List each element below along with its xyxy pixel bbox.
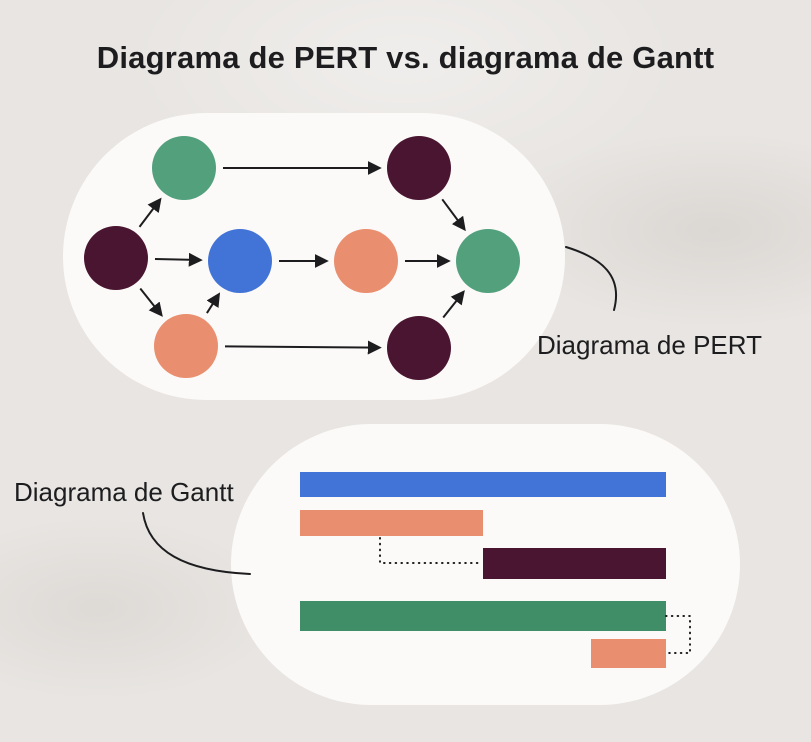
pert-arrow-start-to-center <box>154 252 203 267</box>
gantt-label: Diagrama de Gantt <box>14 477 234 507</box>
pert-label-connector <box>565 246 618 311</box>
pert-node-end <box>456 229 520 293</box>
pert-node-bottom <box>154 314 218 378</box>
gantt-bar-task-4 <box>300 601 666 631</box>
pert-arrow-start-to-top <box>138 197 162 228</box>
gantt-bar-task-3 <box>483 548 666 579</box>
gantt-dependency-link-2 <box>665 615 691 654</box>
gantt-label-connector <box>142 512 251 575</box>
gantt-bar-task-2 <box>300 510 483 536</box>
pert-node-top-right <box>387 136 451 200</box>
pert-node-top <box>152 136 216 200</box>
pert-node-start <box>84 226 148 290</box>
pert-node-bottom-right <box>387 316 451 380</box>
pert-label: Diagrama de PERT <box>537 330 762 360</box>
gantt-bar-task-1 <box>300 472 666 497</box>
pert-arrow-bottom-to-bottom-right <box>224 340 382 355</box>
pert-node-center <box>208 229 272 293</box>
pert-arrow-start-to-bottom <box>139 287 163 317</box>
gantt-dependency-link-1 <box>379 537 482 564</box>
pert-node-mid <box>334 229 398 293</box>
page-title: Diagrama de PERT vs. diagrama de Gantt <box>96 40 715 75</box>
gantt-bar-task-5 <box>591 639 666 668</box>
pert-arrow-top-right-to-end <box>441 198 466 232</box>
pert-arrow-bottom-to-center <box>206 292 221 314</box>
pert-arrow-bottom-right-to-end <box>442 290 465 319</box>
